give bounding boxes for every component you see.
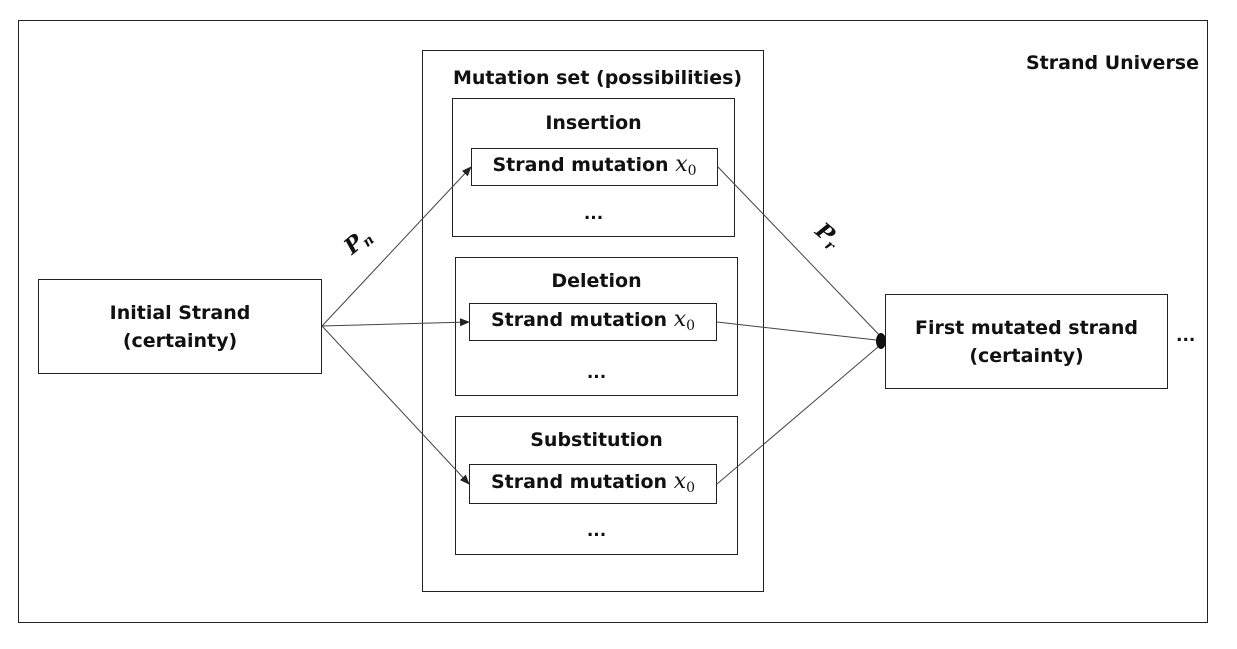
first-mutated-trailing-ellipsis: ... [1176,326,1196,346]
arrow-initial-to-substitution [321,325,470,485]
substitution-var-sub: 0 [686,480,696,496]
deletion-item-var: x0 [673,307,696,334]
deletion-title: Deletion [551,270,642,292]
deletion-item-text: Strand mutation [490,309,674,331]
insertion-strand-mutation [471,148,718,186]
deletion-strand-mutation-label: Strand mutation x0 [469,307,717,334]
merge-arrowhead [876,333,886,349]
substitution-item-text: Strand mutation [490,471,674,493]
substitution-var-x: x [673,469,687,494]
strand-universe-title: Strand Universe [1026,52,1200,74]
arrow-deletion-to-first [716,321,886,342]
initial-strand-line2: (certainty) [122,330,238,352]
insertion-var-x: x [675,152,688,177]
first-mutated-line2: (certainty) [969,345,1084,367]
deletion-strand-mutation [469,303,717,341]
deletion-ellipsis: ... [586,363,607,383]
insertion-var-sub: 0 [687,163,697,179]
substitution-title: Substitution [530,429,663,451]
first-mutated-strand-box [885,294,1168,389]
substitution-strand-mutation [469,464,717,504]
insertion-item-text: Strand mutation [492,154,676,176]
insertion-strand-mutation-label: Strand mutation x0 [471,152,718,179]
initial-strand-label: Initial Strand (certainty) [38,299,322,355]
deletion-var-sub: 0 [686,318,696,334]
insertion-title: Insertion [545,112,642,134]
arrow-substitution-to-first [716,340,886,485]
arrow-initial-to-insertion [321,166,472,327]
deletion-var-x: x [673,307,687,332]
insertion-ellipsis: ... [583,204,604,224]
mutation-set-title: Mutation set (possibilities) [453,67,743,89]
insertion-item-var: x0 [675,152,697,179]
substitution-item-var: x0 [673,469,696,496]
first-mutated-line1: First mutated strand [915,317,1138,339]
initial-strand-box [38,279,322,374]
arrow-insertion-to-first [717,166,886,342]
first-mutated-strand-label: First mutated strand (certainty) [885,314,1168,370]
arrow-initial-to-deletion [321,318,470,327]
initial-strand-line1: Initial Strand [109,302,251,324]
substitution-ellipsis: ... [586,521,607,541]
substitution-strand-mutation-label: Strand mutation x0 [469,469,717,496]
